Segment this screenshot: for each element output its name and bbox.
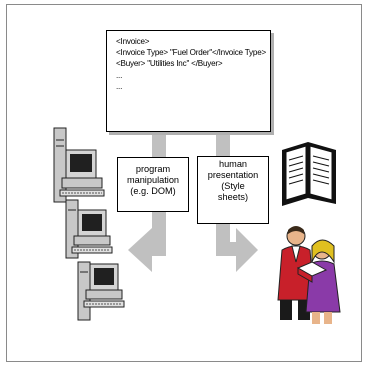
people-reading-icon — [0, 0, 369, 368]
